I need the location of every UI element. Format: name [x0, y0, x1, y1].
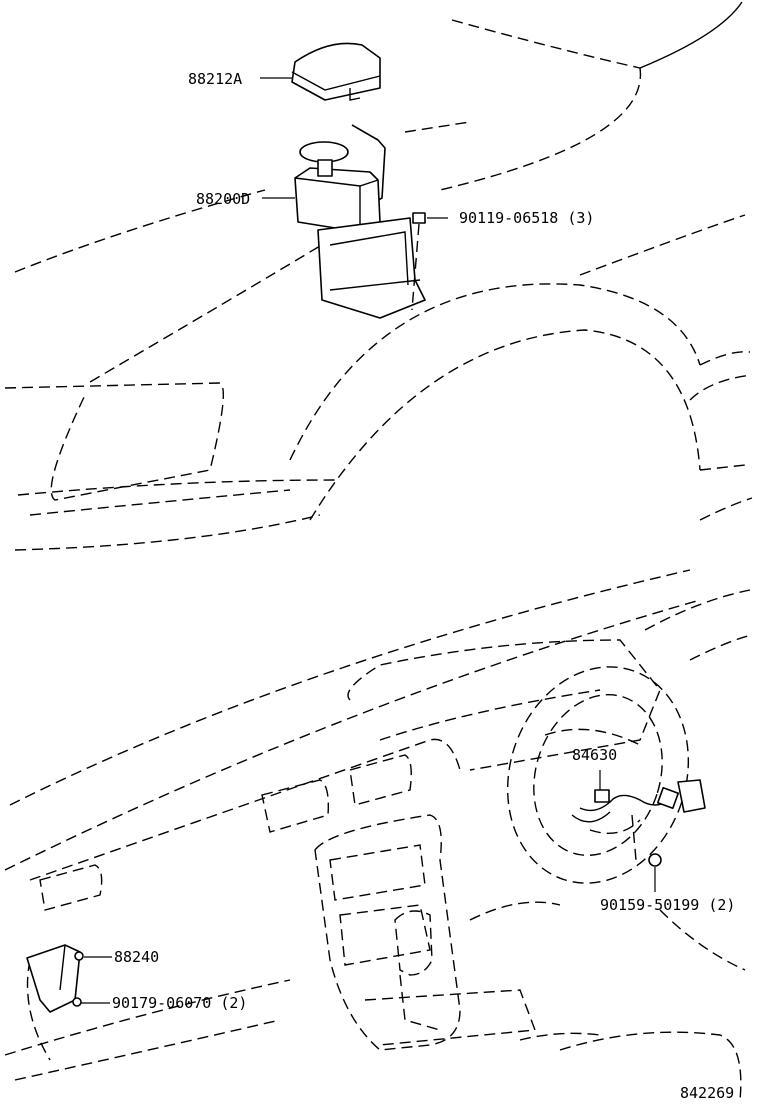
cover-88212A-drawing: [291, 42, 381, 101]
figure-number: 842269: [680, 1084, 734, 1102]
screw-90159-drawing: [648, 853, 662, 867]
nut-90179-drawing: [72, 997, 82, 1007]
switch-84630-drawing: [571, 779, 706, 861]
label-88240: 88240: [114, 948, 159, 966]
label-88212A: 88212A: [188, 70, 242, 88]
label-90159-50199: 90159-50199 (2): [600, 896, 735, 914]
car-body-outline-upper: [4, 1, 753, 551]
label-88200D: 88200D: [196, 190, 250, 208]
actuator-88200D-drawing: [294, 124, 426, 319]
dashboard-outline-lower: [4, 569, 753, 1101]
bolt-90119-drawing: [411, 212, 426, 311]
label-84630: 84630: [572, 746, 617, 764]
steering-wheel-drawing: [506, 666, 690, 884]
label-90179-06070: 90179-06070 (2): [112, 994, 247, 1012]
label-90119-06518: 90119-06518 (3): [459, 209, 594, 227]
leader-lines-lower: [81, 770, 656, 1004]
leader-lines-upper: [260, 77, 448, 219]
